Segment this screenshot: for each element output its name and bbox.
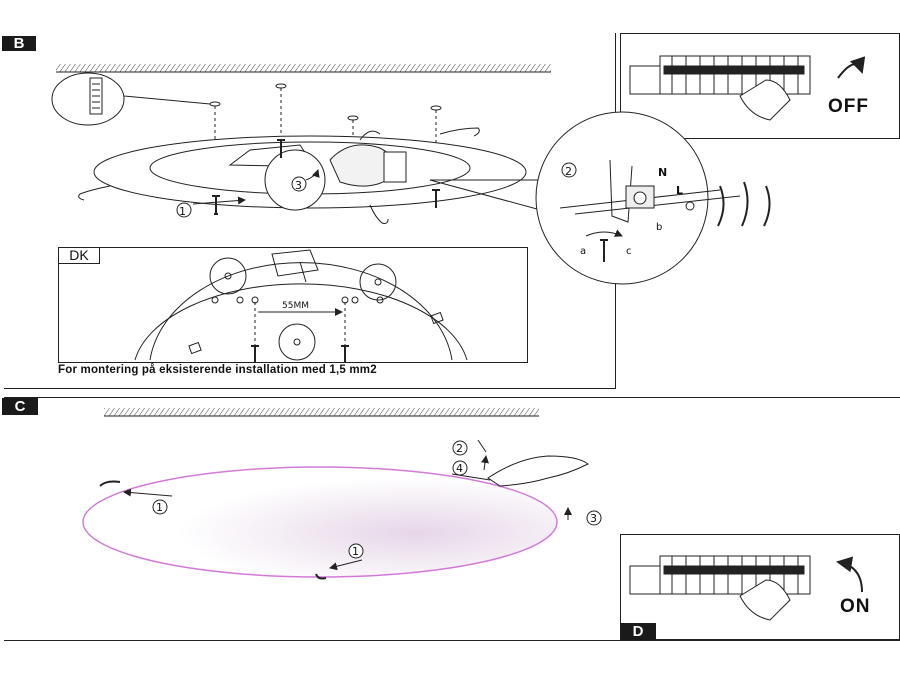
- panel-d-tag: D: [620, 623, 656, 640]
- svg-text:1: 1: [352, 545, 359, 558]
- screws-b: [212, 139, 440, 215]
- glass-cover: [82, 466, 558, 580]
- step-markers-c: 1 1 2 4 3: [123, 439, 602, 571]
- svg-text:2: 2: [565, 165, 572, 178]
- dk-caption: For montering på eksisterende installati…: [58, 364, 377, 376]
- panel-dk: [58, 247, 528, 363]
- dk-measurement: 55MM: [282, 301, 309, 311]
- ceiling-holes: [209, 83, 442, 121]
- svg-text:1: 1: [179, 205, 186, 218]
- breaker-a: [629, 55, 866, 121]
- wire-label-b: b: [656, 222, 662, 233]
- lamp-base-plate: [78, 127, 527, 224]
- dk-mount-plate: [134, 249, 468, 362]
- off-label: OFF: [828, 96, 869, 117]
- wiring-detail: [429, 111, 771, 285]
- svg-text:4: 4: [456, 462, 463, 475]
- wire-label-a: a: [580, 246, 586, 257]
- panel-dk-tag: DK: [58, 247, 100, 264]
- step-markers-b: 1 3: [176, 169, 320, 218]
- panel-c-tag: C: [2, 398, 38, 415]
- wiring-labels: 2 N L a b c: [561, 162, 683, 257]
- wall-plug-callout: [51, 72, 211, 126]
- panel-b-tag: B: [2, 36, 36, 51]
- svg-text:1: 1: [156, 501, 163, 514]
- wire-label-c: c: [626, 246, 632, 257]
- ceiling-b: [56, 64, 551, 73]
- ceiling-c: [104, 408, 539, 417]
- panel-c: [4, 397, 900, 641]
- svg-text:3: 3: [295, 179, 302, 192]
- svg-text:2: 2: [456, 442, 463, 455]
- wire-label-n: N: [658, 166, 667, 179]
- wire-label-l: L: [676, 184, 683, 197]
- breaker-d: [629, 555, 863, 621]
- on-label: ON: [840, 596, 871, 617]
- svg-text:3: 3: [590, 512, 597, 525]
